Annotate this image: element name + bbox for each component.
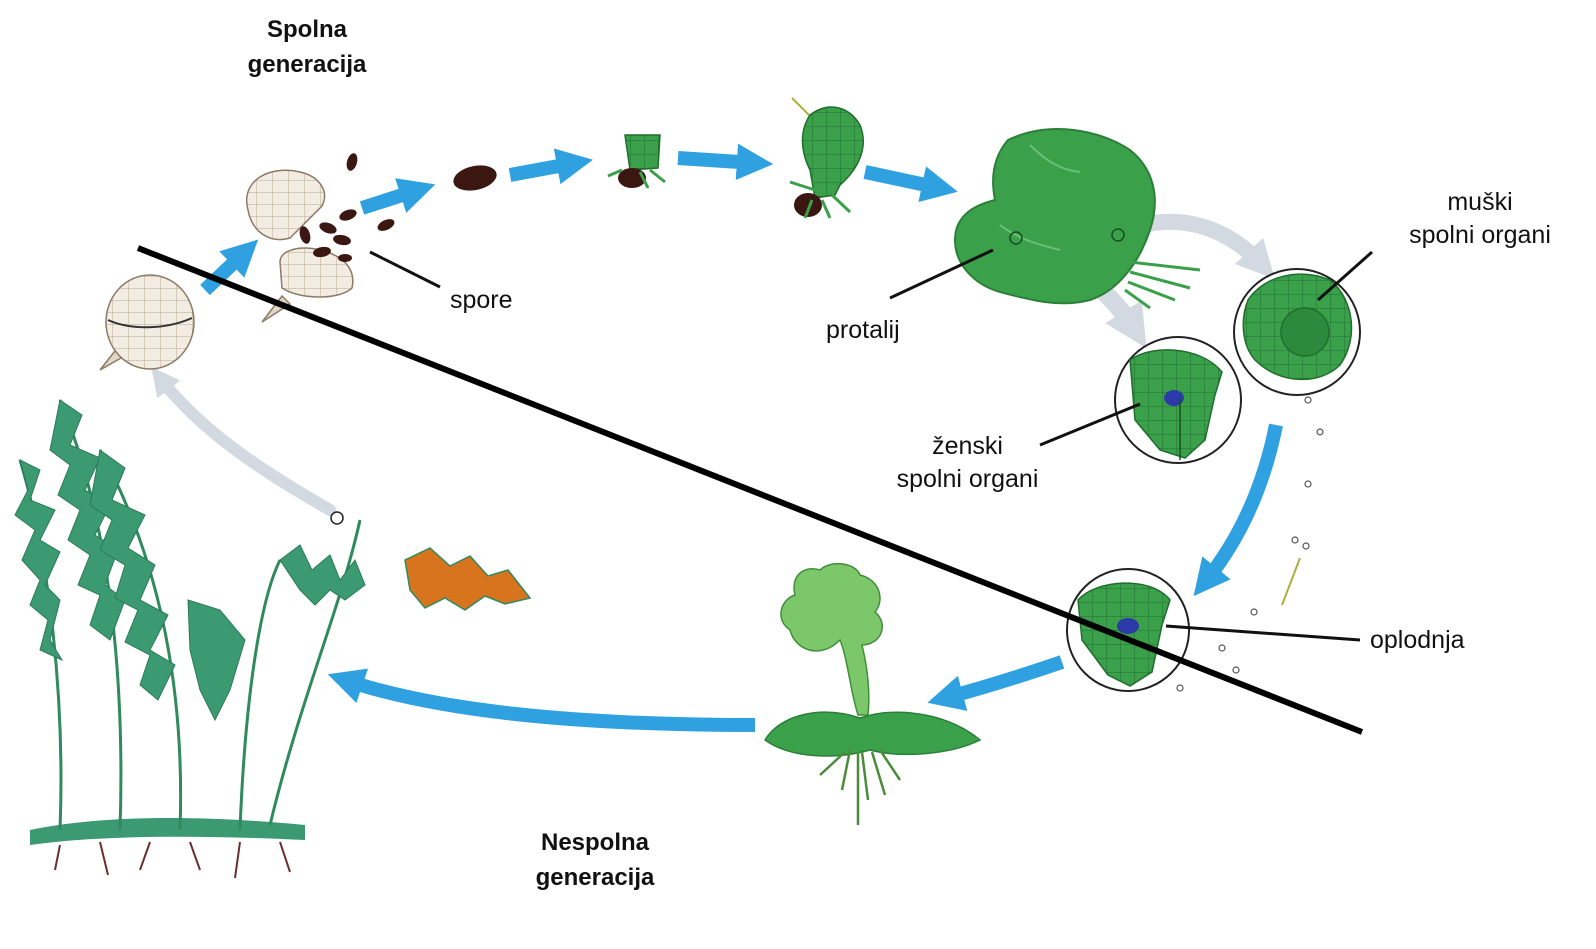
arrow-frond-to-sporangium — [151, 366, 336, 516]
arrow-fertilization-to-sporophyte — [927, 655, 1065, 711]
spores-label: spore — [450, 286, 513, 314]
female-organs-label: ženski spolni organi — [870, 430, 1065, 496]
female-organ-detail — [1114, 336, 1242, 464]
spore-pointer — [369, 250, 441, 289]
male-organs-line1: muški — [1447, 188, 1513, 216]
male-organs-label: muški spolni organi — [1380, 186, 1580, 252]
sperm-cells — [1176, 396, 1324, 692]
blue-arrows — [200, 143, 1283, 732]
open-sporangium — [245, 169, 354, 323]
arrow-young-to-prothallus — [863, 165, 958, 203]
fertilization-label: oplodnja — [1370, 626, 1465, 654]
sperm-pointer — [1281, 557, 1301, 606]
asexual-generation-label: Nespolna generacija — [515, 825, 675, 895]
male-organs-line2: spolni organi — [1409, 221, 1551, 249]
generation-divider — [136, 245, 1364, 735]
female-organs-line2: spolni organi — [896, 465, 1039, 493]
spores-cluster — [299, 153, 395, 262]
prothallus-pointer — [889, 248, 994, 300]
prothallus-label: protalij — [826, 316, 900, 344]
asexual-generation-line2: generacija — [535, 864, 655, 891]
sexual-generation-line2: generacija — [247, 51, 367, 78]
male-organ-detail — [1233, 268, 1361, 396]
young-sporophyte — [764, 563, 982, 825]
arrow-sporangium-to-open — [200, 239, 259, 296]
arrow-male-to-fertilization — [1193, 423, 1283, 597]
single-spore — [453, 165, 497, 191]
young-prothallus — [789, 97, 864, 219]
male-organ-pointer — [1317, 250, 1373, 302]
label-pointers — [369, 248, 1373, 642]
arrow-sporophyte-to-fern — [327, 668, 756, 732]
arrow-germ-to-young — [677, 143, 774, 180]
sexual-generation-label: Spolna generacija — [232, 12, 382, 82]
closed-sporangium — [99, 274, 195, 371]
arrow-spores-to-spore — [359, 178, 436, 215]
fertilization-detail — [1066, 568, 1190, 692]
germinating-spore — [607, 134, 666, 189]
adult-fern — [14, 399, 532, 879]
arrow-spore-to-germ — [508, 148, 593, 185]
fertilization-pointer — [1165, 624, 1361, 642]
asexual-generation-line1: Nespolna — [540, 829, 650, 856]
fertile-frond — [404, 547, 532, 611]
prothallus — [953, 128, 1201, 310]
sexual-generation-line1: Spolna — [266, 16, 347, 43]
female-organs-line1: ženski — [932, 432, 1003, 460]
female-organ-pointer — [1039, 402, 1141, 447]
